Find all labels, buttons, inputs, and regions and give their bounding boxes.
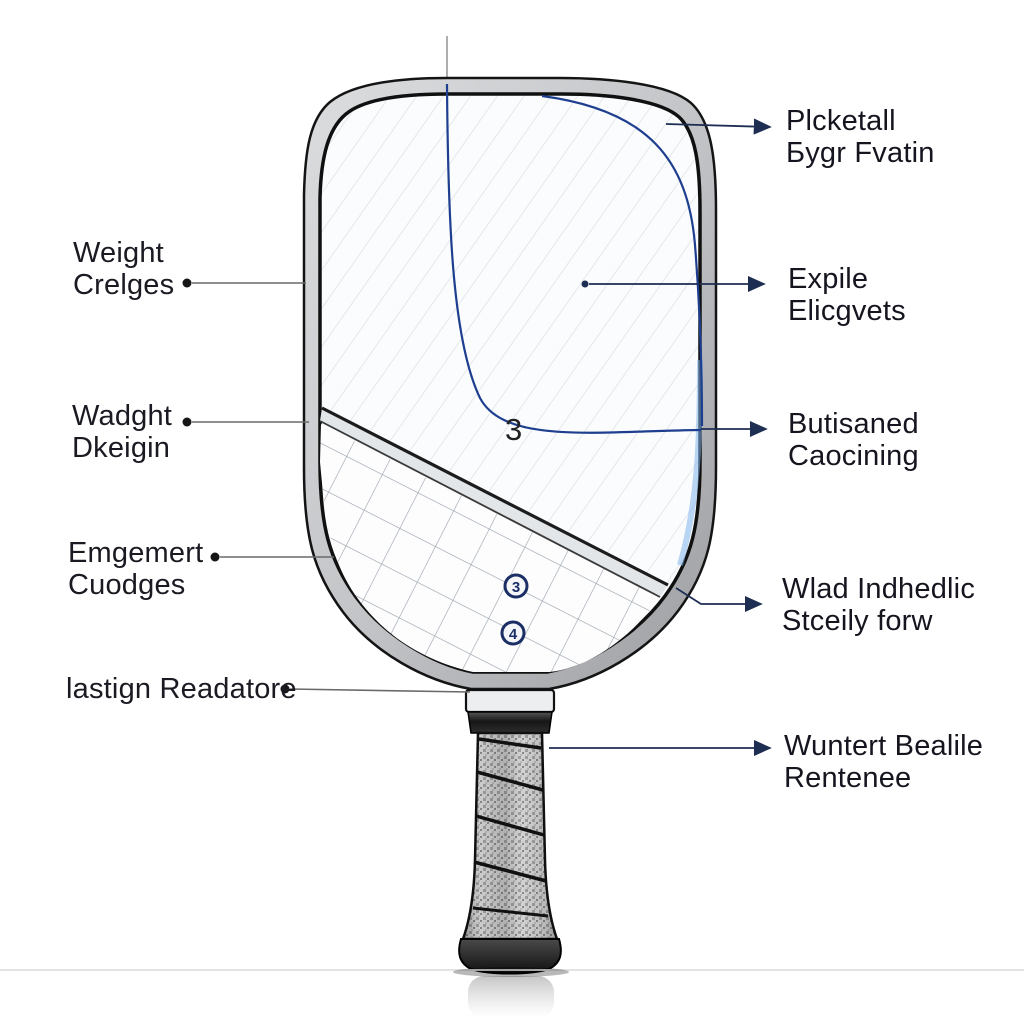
face-number: 3 <box>505 412 522 447</box>
label-weight-crelges: Weight Crelges <box>73 237 175 301</box>
right-arc-curve <box>541 94 704 427</box>
center-curve <box>445 83 702 434</box>
svg-text:4: 4 <box>509 626 518 643</box>
label-lastign-readatore: lastign Readatore <box>66 673 297 705</box>
right-connectors <box>549 118 772 757</box>
label-wuntert-bealile: Wuntert Bealile Rentenee <box>784 730 984 794</box>
handle-reflection <box>468 976 554 1018</box>
connector-lastign <box>289 688 471 693</box>
division-line-upper <box>321 406 669 587</box>
label-expile-elicgvets: Expile Elicgvets <box>788 263 906 327</box>
label-emgemert-cuodges: Emgemert Cuodges <box>68 537 204 601</box>
handle-shadow <box>453 967 569 977</box>
handle-collar-dark <box>467 711 553 734</box>
connector-expile-dot <box>581 280 589 288</box>
circled-number-1: 3 <box>503 573 529 599</box>
left-connector-dots <box>182 278 290 694</box>
label-wadght-dkeigin: Wadght Dkeigin <box>72 400 173 464</box>
handle-collar-light <box>464 688 556 714</box>
handle-grip <box>461 731 559 941</box>
label-wlad-indhedlic: Wlad Indhedlic Stceily forw <box>782 573 976 637</box>
svg-text:3: 3 <box>512 579 520 596</box>
left-connectors <box>192 282 471 693</box>
label-picketall: Plcketall Бygr Fvatin <box>786 105 935 169</box>
connector-wlad <box>675 587 763 613</box>
butt-cap <box>458 938 562 975</box>
division-line-lower <box>319 420 661 598</box>
circled-number-2: 4 <box>500 620 526 646</box>
connector-picketall <box>665 118 772 135</box>
label-butisaned-caocining: Butisaned Caocining <box>788 408 919 472</box>
division-band <box>320 408 668 597</box>
edge-highlight <box>677 359 703 566</box>
paddle-core-region <box>320 424 659 672</box>
